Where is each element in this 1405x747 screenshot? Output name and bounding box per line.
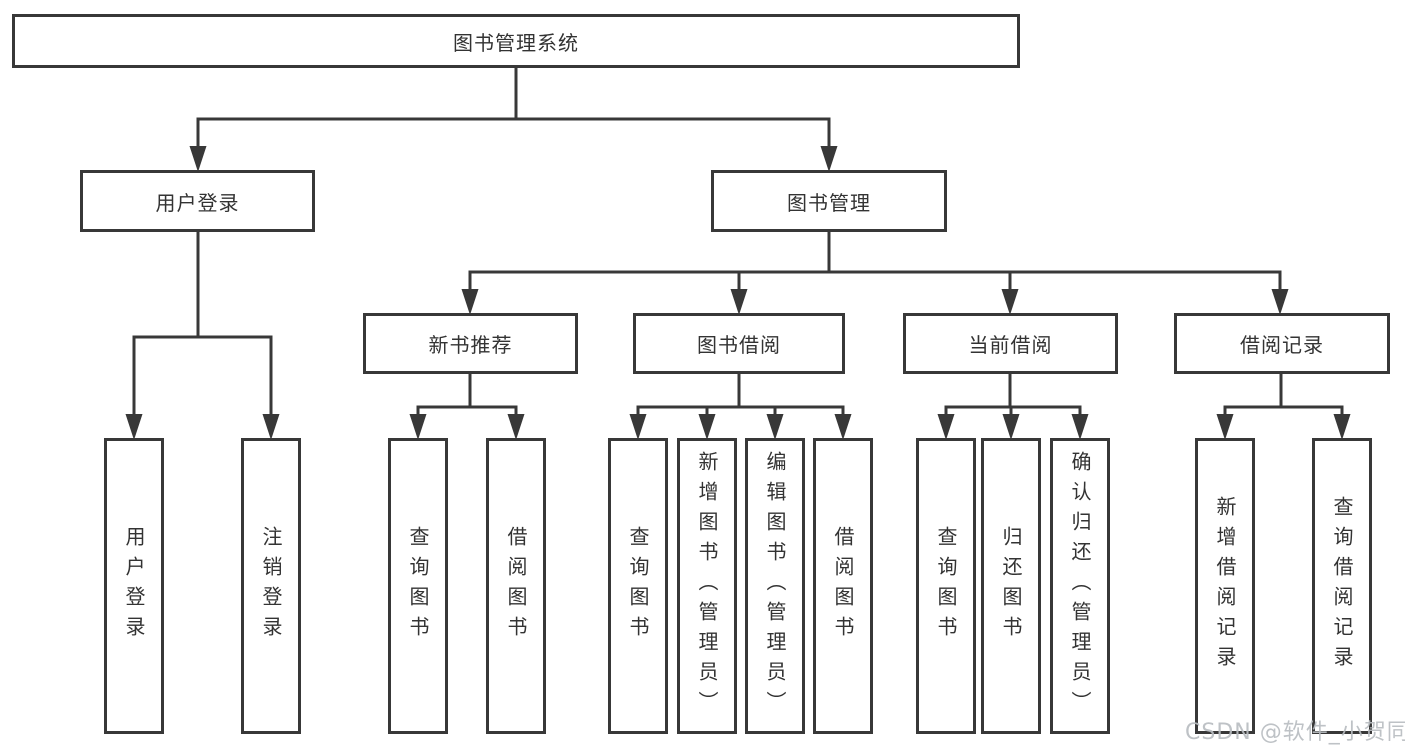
node-book-borrowing: 图书借阅: [633, 313, 845, 374]
arrowhead-icon: [1271, 289, 1289, 315]
arrowhead-icon: [1001, 289, 1019, 315]
arrowhead-icon: [820, 146, 838, 172]
arrowhead-icon: [766, 414, 784, 440]
node-label: 当前借阅: [968, 333, 1053, 357]
node-query-books-current: 查询图书: [916, 438, 976, 734]
node-user-login-op: 用户登录: [104, 438, 164, 734]
arrowhead-icon: [629, 414, 647, 440]
arrowhead-icon: [698, 414, 716, 440]
node-label: 新增图书（管理员）: [695, 451, 719, 721]
node-label: 查询图书: [934, 526, 958, 646]
node-query-borrow-record: 查询借阅记录: [1312, 438, 1372, 734]
node-label: 新增借阅记录: [1213, 496, 1237, 676]
node-logout-op: 注销登录: [241, 438, 301, 734]
node-label: 图书管理系统: [453, 30, 579, 55]
arrowhead-icon: [507, 414, 525, 440]
node-add-borrow-record: 新增借阅记录: [1195, 438, 1255, 734]
node-label: 查询图书: [406, 526, 430, 646]
node-book-management: 图书管理: [711, 170, 947, 232]
node-label: 查询图书: [626, 526, 650, 646]
node-label: 借阅图书: [831, 526, 855, 646]
node-label: 确认归还（管理员）: [1068, 451, 1092, 721]
node-label: 编辑图书（管理员）: [763, 451, 787, 721]
node-borrow-books-recommend: 借阅图书: [486, 438, 546, 734]
node-label: 用户登录: [155, 190, 240, 215]
node-confirm-return-admin: 确认归还（管理员）: [1050, 438, 1110, 734]
node-edit-books-admin: 编辑图书（管理员）: [745, 438, 805, 734]
node-add-books-admin: 新增图书（管理员）: [677, 438, 737, 734]
node-label: 注销登录: [259, 526, 283, 646]
arrowhead-icon: [189, 146, 207, 172]
arrowhead-icon: [730, 289, 748, 315]
node-label: 新书推荐: [428, 333, 513, 357]
arrowhead-icon: [1333, 414, 1351, 440]
arrowhead-icon: [262, 414, 280, 440]
node-label: 图书借阅: [697, 333, 781, 357]
arrowhead-icon: [1002, 414, 1020, 440]
arrowhead-icon: [125, 414, 143, 440]
node-return-books: 归还图书: [981, 438, 1041, 734]
node-borrowing-records: 借阅记录: [1174, 313, 1390, 374]
arrowhead-icon: [409, 414, 427, 440]
node-label: 查询借阅记录: [1330, 496, 1354, 676]
node-borrow-books-borrowing: 借阅图书: [813, 438, 873, 734]
node-new-book-recommendation: 新书推荐: [363, 313, 578, 374]
node-library-management-system: 图书管理系统: [12, 14, 1020, 68]
arrowhead-icon: [834, 414, 852, 440]
watermark: CSDN @软件_小贺同学: [1185, 720, 1405, 745]
node-label: 图书管理: [787, 190, 871, 215]
arrowhead-icon: [1216, 414, 1234, 440]
arrowhead-icon: [461, 289, 479, 315]
arrowhead-icon: [937, 414, 955, 440]
node-current-borrowing: 当前借阅: [903, 313, 1118, 374]
node-label: 借阅记录: [1240, 333, 1324, 357]
node-query-books-borrowing: 查询图书: [608, 438, 668, 734]
node-label: 用户登录: [122, 526, 146, 646]
node-user-login: 用户登录: [80, 170, 315, 232]
arrowhead-icon: [1071, 414, 1089, 440]
node-label: 归还图书: [999, 526, 1023, 646]
node-query-books-recommend: 查询图书: [388, 438, 448, 734]
node-label: 借阅图书: [504, 526, 528, 646]
